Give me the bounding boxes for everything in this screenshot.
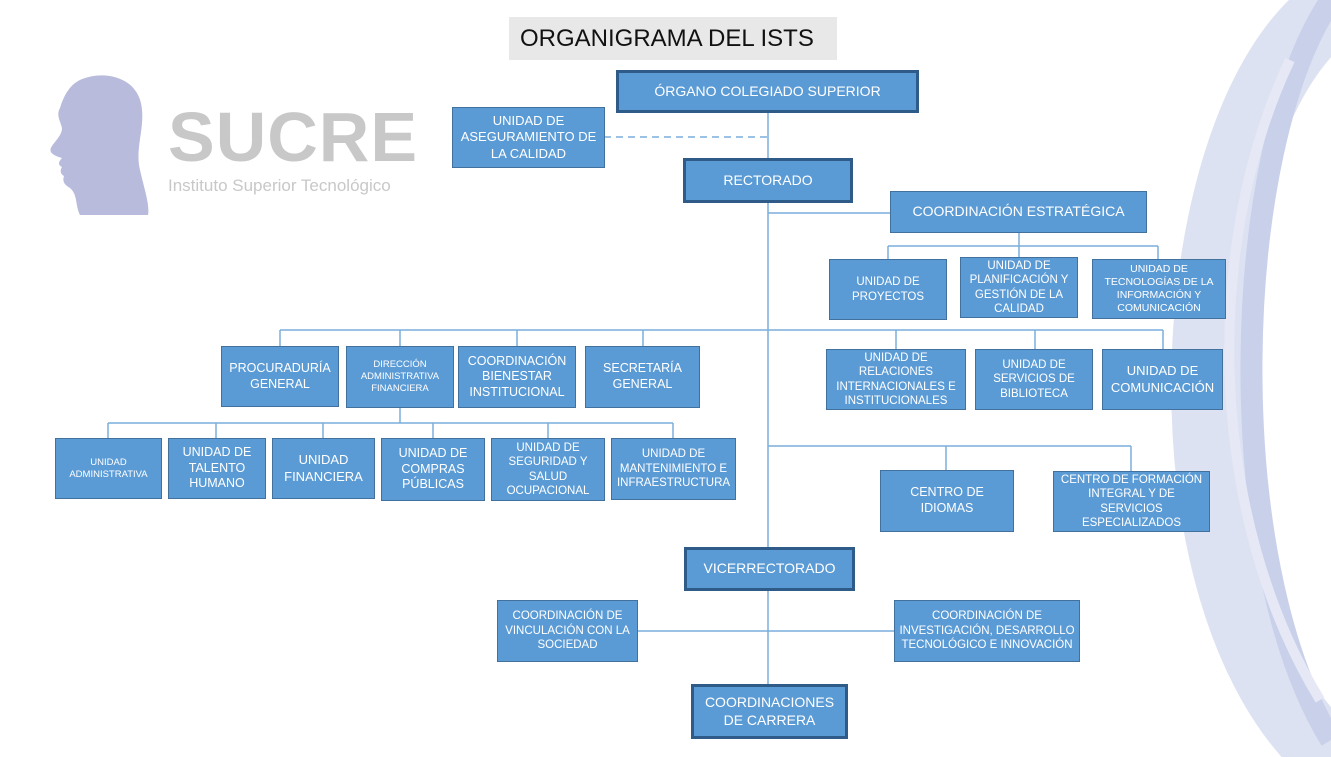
node-vicerrectorado: VICERRECTORADO <box>684 547 855 591</box>
node-direccion-administrativa: DIRECCIÓN ADMINISTRATIVA FINANCIERA <box>346 346 454 408</box>
node-tecnologias-informacion: UNIDAD DE TECNOLOGÍAS DE LA INFORMACIÓN … <box>1092 259 1226 319</box>
node-investigacion-desarrollo: COORDINACIÓN DE INVESTIGACIÓN, DESARROLL… <box>894 600 1080 662</box>
node-organo-colegiado: ÓRGANO COLEGIADO SUPERIOR <box>616 70 919 113</box>
logo-name: SUCRE <box>168 98 419 176</box>
node-centro-idiomas: CENTRO DE IDIOMAS <box>880 470 1014 532</box>
node-centro-formacion: CENTRO DE FORMACIÓN INTEGRAL Y DE SERVIC… <box>1053 471 1210 532</box>
node-vinculacion-sociedad: COORDINACIÓN DE VINCULACIÓN CON LA SOCIE… <box>497 600 638 662</box>
logo-subtitle: Instituto Superior Tecnológico <box>168 176 391 195</box>
node-coordinaciones-carrera: COORDINACIONES DE CARRERA <box>691 684 848 739</box>
node-talento-humano: UNIDAD DE TALENTO HUMANO <box>168 438 266 499</box>
node-bienestar-institucional: COORDINACIÓN BIENESTAR INSTITUCIONAL <box>458 346 576 408</box>
node-seguridad-salud: UNIDAD DE SEGURIDAD Y SALUD OCUPACIONAL <box>491 438 605 501</box>
page-title: ORGANIGRAMA DEL ISTS <box>509 17 837 60</box>
node-unidad-administrativa: UNIDAD ADMINISTRATIVA <box>55 438 162 499</box>
node-mantenimiento-infraestructura: UNIDAD DE MANTENIMIENTO E INFRAESTRUCTUR… <box>611 438 736 500</box>
profile-head-icon <box>50 75 149 215</box>
node-relaciones-internacionales: UNIDAD DE RELACIONES INTERNACIONALES E I… <box>826 349 966 410</box>
node-unidad-proyectos: UNIDAD DE PROYECTOS <box>829 259 947 320</box>
node-coordinacion-estrategica: COORDINACIÓN ESTRATÉGICA <box>890 191 1147 233</box>
node-servicios-biblioteca: UNIDAD DE SERVICIOS DE BIBLIOTECA <box>975 349 1093 410</box>
node-planificacion-calidad: UNIDAD DE PLANIFICACIÓN Y GESTIÓN DE LA … <box>960 257 1078 318</box>
node-aseguramiento-calidad: UNIDAD DE ASEGURAMIENTO DE LA CALIDAD <box>452 107 605 168</box>
node-unidad-financiera: UNIDAD FINANCIERA <box>272 438 375 499</box>
node-secretaria-general: SECRETARÍA GENERAL <box>585 346 700 408</box>
node-procuraduria: PROCURADURÍA GENERAL <box>221 346 339 407</box>
node-unidad-comunicacion: UNIDAD DE COMUNICACIÓN <box>1102 349 1223 410</box>
node-rectorado: RECTORADO <box>683 158 853 203</box>
node-compras-publicas: UNIDAD DE COMPRAS PÚBLICAS <box>381 438 485 501</box>
